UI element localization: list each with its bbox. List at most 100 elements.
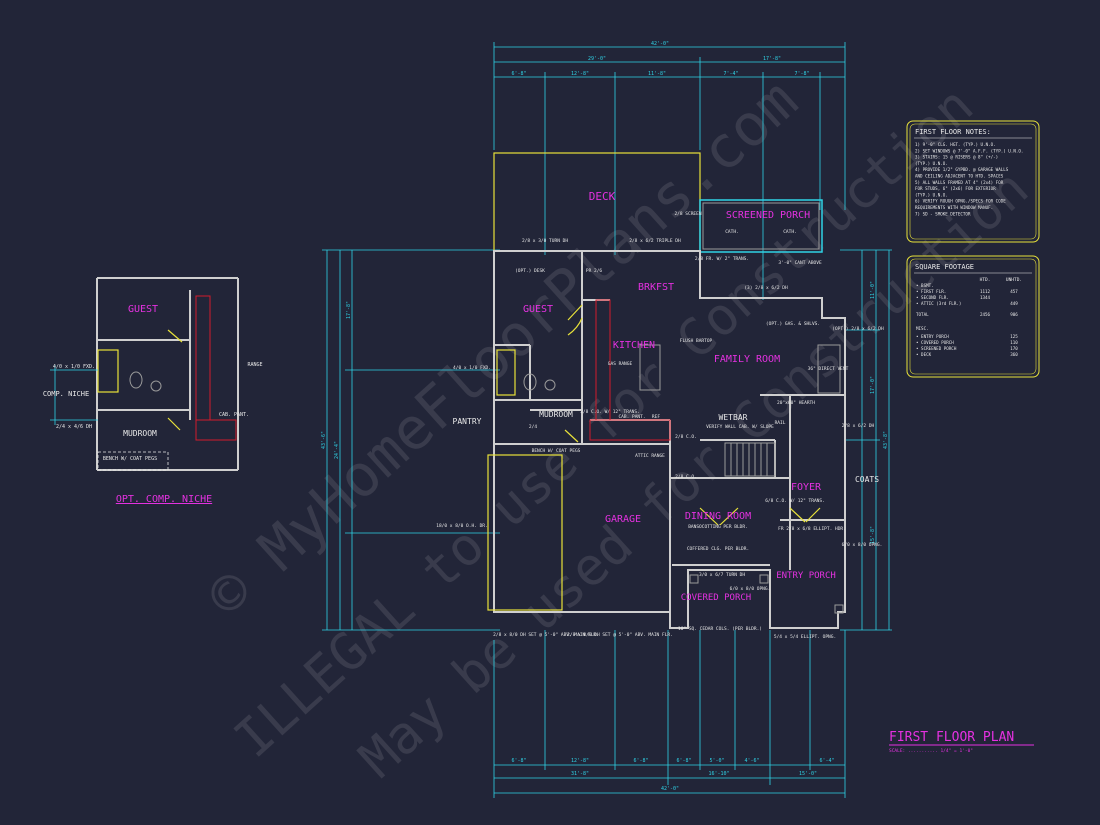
inset-cab-pant: CAB. PANT. [219,412,249,418]
dim-bot-seg-2: 12'-8" [571,758,589,764]
note-coffered: COFFERED CLG. PER BLDR. [687,546,749,552]
fireplace [817,344,841,394]
sqft-unhtd: 170 [1010,346,1018,351]
note-hearth: 20"x60" HEARTH [777,400,815,406]
notes-line: (TYP.) U.N.O. [915,161,948,166]
note-triple-window: (3) 2/8 x 6/2 DH [744,285,788,291]
note-set-left: 2/8 x 8/0 DH SET @ 5'-0" ABV. MAIN FLR. [493,632,599,638]
room-family: FAMILY ROOM [714,354,780,365]
main-floor-walls [487,152,846,629]
note-co-trans: 2/8 C.O. W/ 12" TRANS. [580,409,640,415]
inset-comp-niche: GUEST MUDROOM COMP. NICHE RANGE CAB. PAN… [43,277,263,505]
sqft-label: • SCREENED PORCH [916,346,957,351]
note-foyer-co: 6/8 C.O. W/ 12" TRANS. [765,498,825,504]
room-wetbar: WETBAR [719,413,748,422]
dim-top-seg-4: 7'-4" [723,71,738,77]
plan-annotations: 2/8 x 3/0 TURN DH 2/8 x 6/2 TRIPLE DH 2/… [436,211,884,640]
watermark-line-2: ILLEGAL to use for Construction [224,76,985,770]
notes-line: FOR STUDS, 6" (2x6) FOR EXTERIOR [915,186,996,191]
watermark: © MyHomeFloorPlans.com ILLEGAL to use fo… [194,66,1040,790]
dim-bot-sub-3: 15'-0" [799,771,817,777]
note-opt-gas-shlvs: (OPT.) GAS. & SHLVS. [766,321,820,327]
note-flush-bartop: FLUSH BARTOP [680,338,713,344]
dim-top-b: 17'-8" [763,56,781,62]
dim-top-seg-5: 7'-8" [794,71,809,77]
note-cath-2: CATH. [783,229,797,235]
sqft-label: • SECOND FLR. [916,295,949,300]
sqft-unhtd: 457 [1010,289,1018,294]
note-dh-right: 2/8 x 6/2 DH [842,423,875,429]
note-opng-cov: 6/0 x 8/0 OPNG. [730,586,771,592]
right-dimensions: 43'-8" 11'-0" 17'-0" 15'-8" [840,249,892,631]
inset-dh-window: 2/4 x 4/6 DH [56,424,92,430]
dim-right-seg-3: 15'-8" [870,526,876,544]
kitchen-island [639,344,661,391]
sqft-htd: 1344 [980,295,991,300]
sqft-label: • DECK [916,352,932,357]
dim-left-total: 43'-6" [321,431,327,449]
bottom-dimensions: 6'-8" 12'-8" 6'-8" 6'-8" 5'-0" 4'-6" 6'-… [493,630,846,798]
sqft-col-unhtd: UNHTD. [1006,277,1022,283]
sqft-label: • COVERED PORCH [916,340,954,345]
sqft-label: • BSMT. [916,283,934,288]
dim-top-seg-2: 12'-8" [571,71,589,77]
note-ohd: 18/0 x 8/0 O.H. DR. [436,523,487,529]
notes-title: FIRST FLOOR NOTES: [915,128,991,136]
plan-title: FIRST FLOOR PLAN [889,730,1014,745]
inset-title: OPT. COMP. NICHE [116,494,212,505]
note-co-2: 2/8 C.O. [675,474,697,480]
inset-fixed-window: 4/0 x 1/0 FXD. [53,364,95,370]
note-cath-1: CATH. [725,229,739,235]
note-turn-dh-dining: 3/0 x 6/7 TURN DH [699,572,745,578]
room-screened-porch: SCREENED PORCH [726,210,810,221]
notes-line: AND CEILING ADJACENT TO HTD. SPACES [915,174,1004,179]
notes-panel: FIRST FLOOR NOTES: 1) 9'-0" CLG. HGT. (T… [906,120,1040,243]
note-rail: RAIL [775,420,786,426]
sqft-label: • ENTRY PORCH [916,334,949,339]
notes-line: 2) SET WINDOWS @ 7'-0" A.F.F. (TYP.) U.N… [915,148,1023,153]
note-bansocotting: BANSOCOTTING PER BLDR. [688,524,748,530]
notes-line: 1) 9'-0" CLG. HGT. (TYP.) U.N.O. [915,142,996,147]
stairs [724,442,776,477]
inset-mudroom: MUDROOM [123,429,157,438]
note-opt-desk: (OPT.) DESK [515,268,545,274]
inset-comp-niche-label: COMP. NICHE [43,390,89,398]
note-fxd-main: 4/0 x 1/0 FXD. [453,365,491,371]
sqft-col-htd: HTD. [980,277,991,283]
note-set-right: 2/8 x 8/0 DH SET @ 5'-0" ABV. MAIN FLR. [567,632,673,638]
bath-tub [496,349,516,396]
top-dimensions: 42'-0" 29'-0" 17'-8" 6'-8" 12'-8" 11'-8"… [493,41,846,300]
note-screen: 2/8 SCREEN [674,211,701,217]
note-co-1: 2/8 C.O. [675,434,697,440]
room-covered-porch: COVERED PORCH [681,593,751,603]
note-attic-range: ATTIC RANGE [635,453,665,459]
note-opt-dh: (OPT.) 2/8 x 6/2 DH [832,326,884,332]
dim-right-total: 43'-8" [883,431,889,449]
dim-bot-seg-6: 4'-6" [744,758,759,764]
sqft-unhtd: 110 [1010,340,1018,345]
sqft-label: MISC. [916,326,929,331]
room-labels: DECK SCREENED PORCH GUEST BRKFST KITCHEN… [453,190,880,603]
sqft-label: • ATTIC (3rd FLR.) [916,301,961,306]
plan-scale: SCALE: ........... 1/4" = 1'-0" [889,748,973,754]
dim-right-seg-1: 11'-0" [870,281,876,299]
note-ellipt-opng: 5/4 x 5/4 ELLIPT. OPNG. [774,634,836,640]
dim-top-seg-3: 11'-8" [648,71,666,77]
dim-left-b: 24'-4" [334,441,340,459]
dim-left-a: 17'-8" [346,301,352,319]
dim-bot-sub-2: 16'-10" [708,771,729,777]
toilet [523,373,537,391]
dim-bot-seg-3: 6'-8" [633,758,648,764]
room-deck: DECK [589,190,616,203]
sqft-unhtd: 125 [1010,334,1018,339]
note-ref: REF [652,414,660,420]
room-guest: GUEST [523,304,553,315]
dim-overall-bottom: 42'-0" [661,786,679,792]
sqft-htd: 1112 [980,289,991,294]
sqft-panel: SQUARE FOOTAGE HTD. UNHTD. • BSMT.• FIRS… [906,255,1040,378]
note-triple-dh: 2/8 x 6/2 TRIPLE DH [629,238,681,244]
notes-line: 7) SD - SMOKE DETECTOR [915,211,971,216]
dim-top-seg-1: 6'-8" [511,71,526,77]
